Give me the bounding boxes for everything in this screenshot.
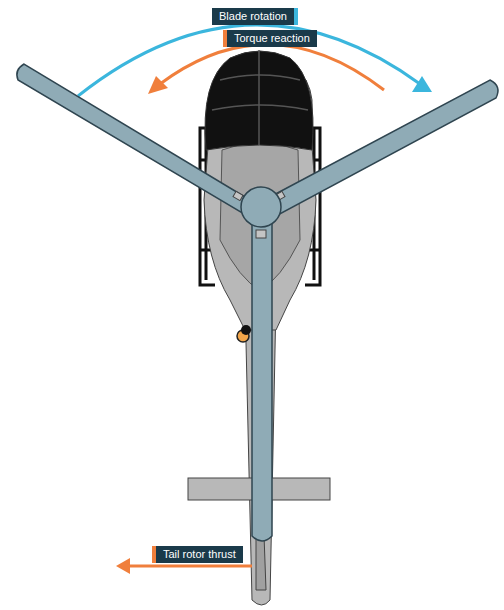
rotation-arrowhead [412, 76, 432, 92]
rotor-blades [17, 64, 498, 541]
cockpit-canopy [205, 51, 313, 150]
tail-fin [256, 535, 266, 590]
label-box: Torque reaction [223, 30, 317, 47]
rotor-hub [241, 187, 281, 227]
antenna [241, 325, 251, 335]
label-text: Blade rotation [219, 9, 287, 23]
canopy-frames [212, 50, 308, 145]
torque-arrowhead [148, 76, 168, 94]
label-text: Torque reaction [234, 31, 310, 45]
label-box: Tail rotor thrust [152, 546, 243, 563]
thrust-arrow [128, 565, 252, 568]
thrust-arrowhead [116, 558, 130, 574]
label-box: Blade rotation [212, 8, 298, 25]
label-text: Tail rotor thrust [163, 547, 236, 561]
